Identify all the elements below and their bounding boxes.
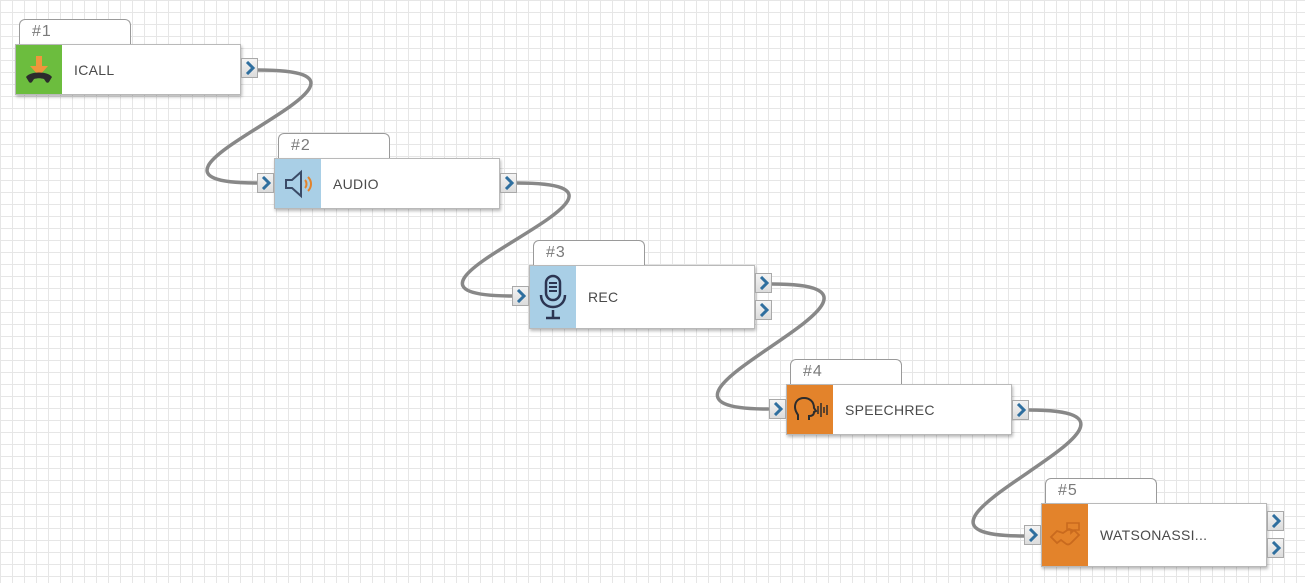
chevron-right-icon (1016, 403, 1026, 417)
input-port[interactable] (1024, 525, 1041, 545)
chevron-right-icon (261, 176, 271, 190)
node-body[interactable]: ICALL (15, 44, 241, 95)
node-icon-box (16, 45, 62, 94)
node-number-tab: #3 (533, 240, 645, 266)
output-port[interactable] (241, 58, 258, 78)
speaker-icon (285, 169, 312, 198)
node-icon-box (1042, 504, 1088, 566)
incoming-call-icon (26, 55, 52, 83)
node-label: WATSONASSI... (1100, 527, 1208, 543)
node-icon-box (275, 159, 321, 208)
node-icon-box (787, 385, 833, 434)
chevron-right-icon (759, 303, 769, 317)
chevron-right-icon (1028, 528, 1038, 542)
node-body[interactable]: REC (529, 265, 755, 329)
input-port[interactable] (257, 173, 274, 193)
node-body[interactable]: AUDIO (274, 158, 500, 209)
output-port-2[interactable] (755, 300, 772, 320)
speaking-head-icon (793, 396, 828, 420)
chevron-right-icon (504, 176, 514, 190)
node-label: SPEECHREC (845, 401, 935, 418)
chevron-right-icon (759, 276, 769, 290)
output-port[interactable] (1012, 400, 1029, 420)
input-port[interactable] (512, 286, 529, 306)
chevron-right-icon (1271, 541, 1281, 555)
chevron-right-icon (516, 289, 526, 303)
node-body[interactable]: SPEECHREC (786, 384, 1012, 435)
output-port-2[interactable] (1267, 538, 1284, 558)
node-label: REC (588, 289, 619, 305)
node-number-tab: #5 (1045, 478, 1157, 504)
node-label: ICALL (74, 61, 115, 78)
output-port-1[interactable] (1267, 511, 1284, 531)
node-number-tab: #2 (278, 133, 390, 159)
node-body[interactable]: WATSONASSI... (1041, 503, 1267, 567)
input-port[interactable] (769, 399, 786, 419)
handshake-icon (1049, 522, 1081, 546)
output-port-1[interactable] (755, 273, 772, 293)
chevron-right-icon (245, 61, 255, 75)
output-port[interactable] (500, 173, 517, 193)
chevron-right-icon (1271, 514, 1281, 528)
node-number-tab: #1 (19, 19, 131, 45)
node-icon-box (530, 266, 576, 328)
microphone-icon (539, 274, 567, 320)
node-number-tab: #4 (790, 359, 902, 385)
node-label: AUDIO (333, 175, 379, 192)
chevron-right-icon (773, 402, 783, 416)
